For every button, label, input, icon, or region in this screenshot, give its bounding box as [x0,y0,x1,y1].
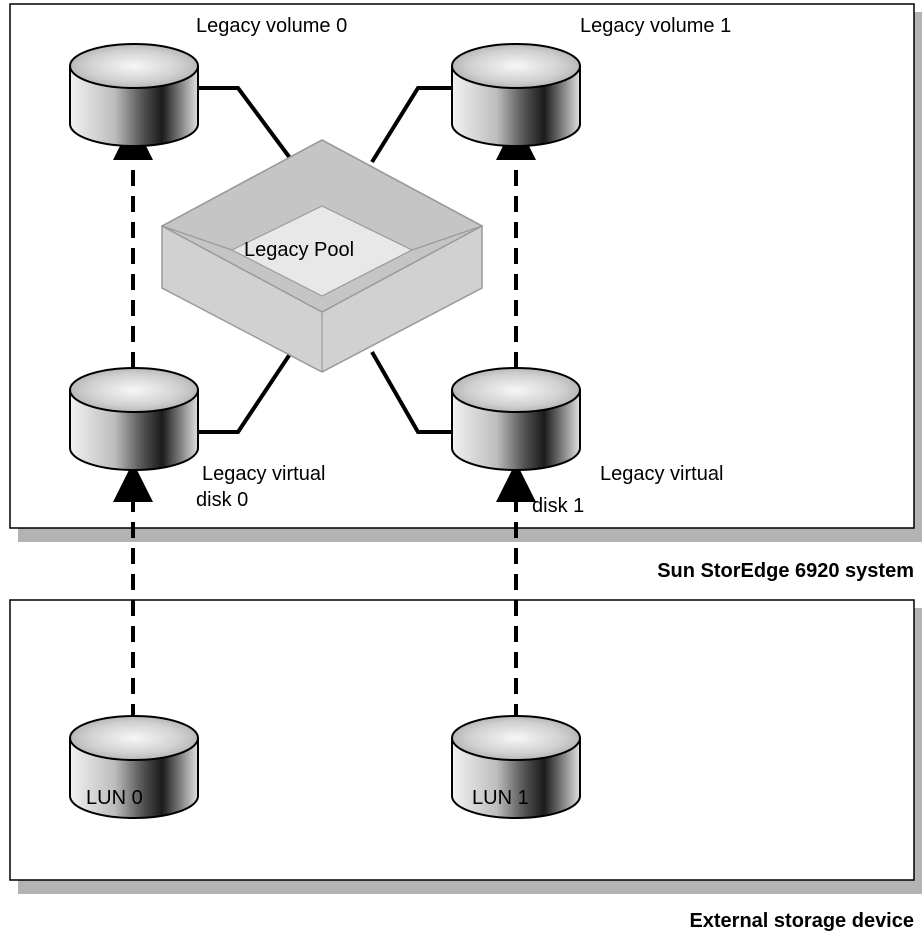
legacy-volume-1-label: Legacy volume 1 [580,15,731,37]
lun-1-label: LUN 1 [472,787,529,809]
virtual-disk-0-label-line2: disk 0 [196,489,248,511]
legacy-virtual-disk-0-icon [69,367,199,471]
legacy-pool-label: Legacy Pool [244,239,354,261]
external-caption: External storage device [689,910,914,932]
virtual-disk-1-label-line2: disk 1 [532,495,584,517]
connector-volume0-pool [198,86,292,160]
connector-vdisk1-pool [370,351,458,434]
virtual-disk-1-label-line1: Legacy virtual [600,463,723,485]
system-caption: Sun StorEdge 6920 system [657,560,914,582]
virtual-disk-0-label-line1: Legacy virtual [202,463,325,485]
connector-vdisk0-pool [198,352,292,434]
connector-volume1-pool [370,86,458,164]
legacy-virtual-disk-1-icon [451,367,581,471]
legacy-volume-0-label: Legacy volume 0 [196,15,347,37]
lun-0-label: LUN 0 [86,787,143,809]
legacy-volume-0-disk-icon [69,43,199,147]
legacy-volume-1-disk-icon [451,43,581,147]
legacy-pool-icon [160,139,484,373]
